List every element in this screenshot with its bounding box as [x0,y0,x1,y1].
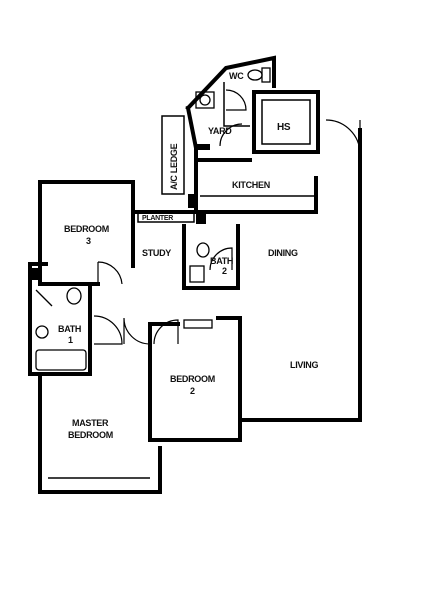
hs-inner [261,99,311,145]
room-labels: WC YARD HS A/C LEDGE KITCHEN PLANTER BED… [58,71,319,440]
bedroom-3-door [97,261,123,285]
label-kitchen: KITCHEN [232,180,270,190]
label-bedroom-2: BEDROOM [170,374,215,384]
label-bath-2: BATH [210,256,233,266]
bath-1-walls [28,262,92,376]
bath-2-door [209,247,233,271]
yard-door [219,123,243,147]
bath-2-toilet [196,242,210,258]
master-door [123,317,151,345]
label-study: STUDY [142,248,171,258]
label-wc: WC [229,71,244,81]
yard-partition [223,82,250,127]
bath-2-walls [182,224,240,290]
label-ac-ledge: A/C LEDGE [169,143,179,190]
label-bath-1-num: 1 [68,335,73,345]
bath-1-toilet [66,287,82,305]
label-bath-2-num: 2 [222,266,227,276]
ac-ledge-outline [161,115,185,195]
bedroom-3-walls [38,180,135,286]
wc-door [225,89,247,111]
inner-lines [48,82,316,479]
kitchen-fixture-2 [188,194,196,208]
fixtures [30,67,271,371]
bedroom-2-door [153,319,179,345]
doors [93,89,361,345]
planter-outline [137,211,195,223]
label-master: MASTER [72,418,109,428]
label-master-bedroom: BEDROOM [68,430,113,440]
bath-1-shower [35,289,53,307]
label-living: LIVING [290,360,319,370]
label-yard: YARD [208,126,232,136]
bath-1-vanity [30,268,40,280]
main-door [325,119,361,155]
label-bath-1: BATH [58,324,81,334]
label-planter: PLANTER [142,215,173,222]
kitchen-fixture-1 [196,144,210,150]
wc-toilet-bowl [247,69,263,81]
label-hs: HS [277,122,291,133]
master-bedroom-walls [38,322,162,494]
yard-washer [195,91,215,109]
hs-box [252,90,320,154]
living-dining-walls [238,128,362,442]
label-bedroom-3-num: 3 [86,236,91,246]
label-dining: DINING [268,248,298,258]
bath-2-basin [189,265,205,283]
label-bedroom-3: BEDROOM [64,224,109,234]
bath-1-basin [35,325,49,339]
bath-1-tub [35,349,87,371]
yard-washer-drum [199,94,211,106]
planter-fixture [196,214,206,224]
wc-toilet-tank [261,67,271,83]
label-bedroom-2-num: 2 [190,386,195,396]
bath-1-door [93,315,123,345]
exterior-walls [28,55,362,494]
bedroom-2-wardrobe [183,319,213,329]
yard-wc-walls [185,55,276,151]
